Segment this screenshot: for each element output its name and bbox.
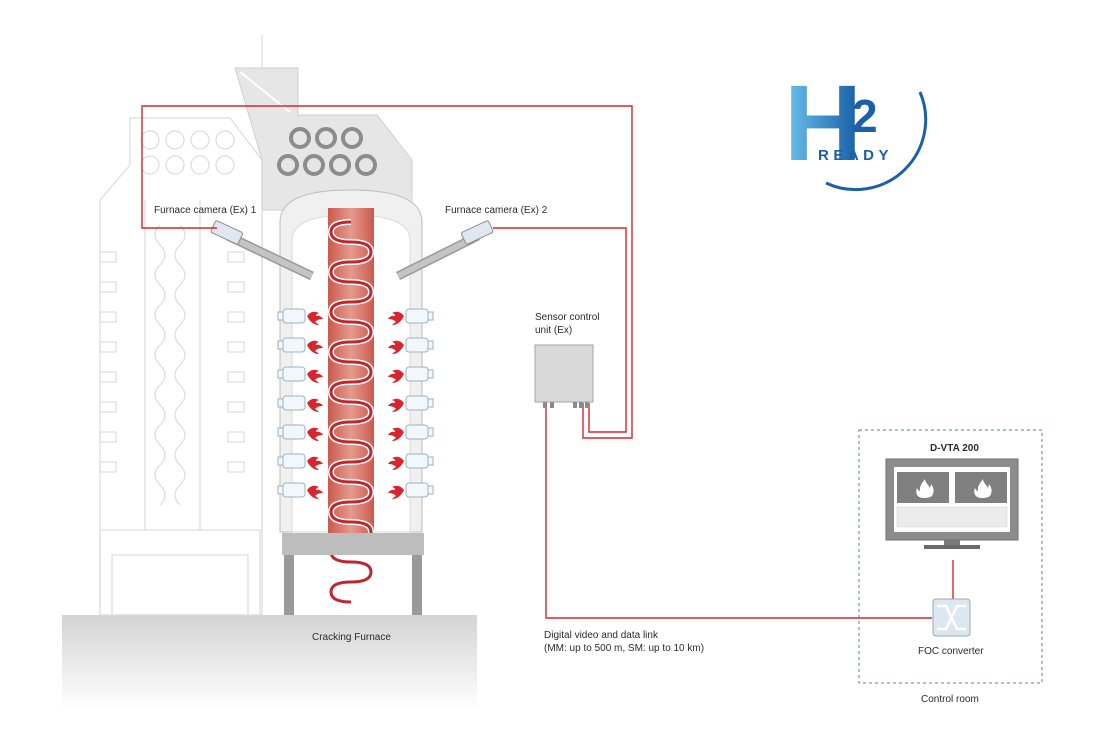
background-furnace bbox=[99, 35, 263, 616]
flame-icon bbox=[388, 456, 404, 470]
burner bbox=[277, 424, 323, 441]
burner bbox=[388, 366, 434, 383]
control-room-label: Control room bbox=[921, 694, 979, 705]
burners-left bbox=[277, 308, 323, 499]
burner bbox=[277, 308, 323, 325]
flame-icon bbox=[307, 456, 323, 470]
flame-icon bbox=[307, 427, 323, 441]
cracking-furnace bbox=[234, 67, 424, 615]
burner bbox=[277, 337, 323, 354]
burner bbox=[277, 453, 323, 470]
camera-2-label: Furnace camera (Ex) 2 bbox=[445, 205, 548, 216]
flame-icon bbox=[307, 311, 323, 325]
furnace-camera-2 bbox=[395, 220, 494, 281]
burner bbox=[388, 308, 434, 325]
flame-icon bbox=[916, 479, 934, 498]
data-link-cable bbox=[545, 403, 932, 619]
h2-ready-logo: H 2 READY bbox=[784, 62, 928, 192]
flame-icon bbox=[388, 427, 404, 441]
link-label-line2: (MM: up to 500 m, SM: up to 10 km) bbox=[544, 643, 704, 654]
flame-icon bbox=[307, 485, 323, 499]
fiber-converter-icon bbox=[932, 598, 971, 637]
logo-2: 2 bbox=[852, 90, 878, 142]
furnace-camera-1 bbox=[210, 220, 314, 281]
burner bbox=[277, 395, 323, 412]
burner bbox=[388, 395, 434, 412]
flame-icon bbox=[974, 479, 992, 498]
sensor-unit-label-line2: unit (Ex) bbox=[535, 325, 572, 336]
flame-icon bbox=[307, 369, 323, 383]
ground bbox=[62, 615, 477, 710]
logo-h: H bbox=[784, 62, 858, 183]
sensor-control-unit bbox=[534, 344, 594, 408]
flame-icon bbox=[388, 311, 404, 325]
flame-icon bbox=[388, 398, 404, 412]
monitor-icon bbox=[885, 458, 1019, 549]
flame-icon bbox=[307, 340, 323, 354]
link-label-line1: Digital video and data link bbox=[544, 630, 659, 641]
burner bbox=[277, 482, 323, 499]
burners-right bbox=[388, 308, 434, 499]
camera-1-cable bbox=[141, 105, 633, 439]
control-room-boundary bbox=[858, 429, 1043, 684]
furnace-label: Cracking Furnace bbox=[312, 632, 391, 643]
burner bbox=[388, 424, 434, 441]
sensor-unit-label-line1: Sensor control bbox=[535, 312, 599, 323]
flame-icon bbox=[388, 340, 404, 354]
flame-icon bbox=[388, 485, 404, 499]
camera-1-label: Furnace camera (Ex) 1 bbox=[154, 205, 257, 216]
camera-2-cable bbox=[493, 227, 627, 433]
converter-label: FOC converter bbox=[918, 646, 984, 657]
burner bbox=[388, 337, 434, 354]
flame-icon bbox=[307, 398, 323, 412]
burner bbox=[388, 482, 434, 499]
flame-icon bbox=[388, 369, 404, 383]
logo-ready: READY bbox=[818, 147, 893, 164]
burner bbox=[277, 366, 323, 383]
burner bbox=[388, 453, 434, 470]
signal-cables bbox=[141, 105, 954, 619]
monitor-label: D-VTA 200 bbox=[930, 443, 979, 454]
